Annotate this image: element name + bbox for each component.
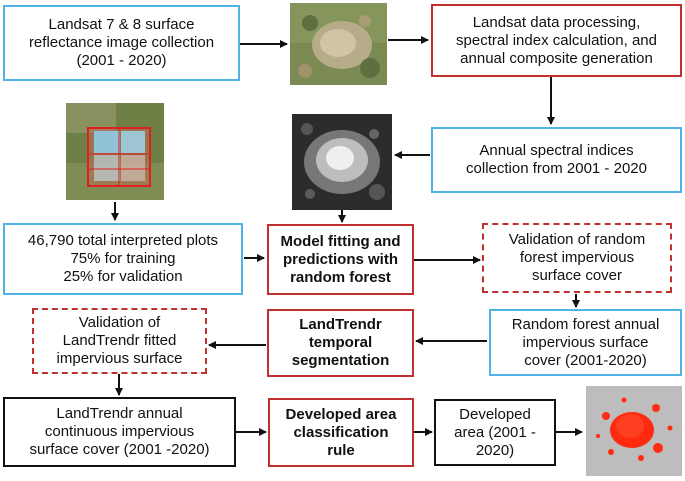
validation-random-forest-box: Validation of random forest impervious s… (482, 223, 672, 293)
landsat-image-thumbnail (290, 3, 387, 85)
box-line: LandTrendr annual (56, 405, 183, 422)
box-line: rule (327, 441, 355, 459)
box-line: random forest (290, 268, 391, 286)
box-line: area (2001 - (454, 423, 536, 441)
landtrendr-annual-box: LandTrendr annual continuous impervious … (3, 397, 236, 467)
box-line: Validation of (78, 314, 161, 331)
box-line: collection from 2001 - 2020 (466, 160, 647, 177)
box-line: impervious surface (56, 350, 183, 367)
box-line: Landsat data processing, (472, 13, 641, 31)
box-line: Model fitting and (280, 232, 401, 250)
box-line: (2001 - 2020) (76, 52, 167, 69)
spectral-index-image (292, 114, 392, 210)
box-line: Random forest annual (511, 315, 660, 333)
box-line: predictions with (282, 250, 398, 268)
landtrendr-segmentation-box: LandTrendr temporal segmentation (267, 309, 414, 377)
box-line: temporal (308, 334, 373, 351)
box-line: Developed area (285, 405, 397, 423)
box-line: 25% for validation (63, 268, 183, 285)
box-line: segmentation (291, 352, 390, 369)
validation-landtrendr-box: Validation of LandTrendr fitted impervio… (32, 308, 207, 374)
box-line: 75% for training (70, 250, 176, 267)
box-line: annual composite generation (460, 49, 653, 67)
model-fitting-box: Model fitting and predictions with rando… (267, 224, 414, 295)
box-line: Validation of random (508, 231, 646, 248)
box-line: forest impervious (519, 249, 635, 266)
box-line: cover (2001-2020) (524, 351, 647, 369)
box-line: LandTrendr (299, 316, 382, 333)
classification-rule-box: Developed area classification rule (268, 398, 414, 467)
box-line: continuous impervious (44, 423, 195, 440)
box-line: Annual spectral indices (479, 142, 634, 159)
spectral-indices-box: Annual spectral indices collection from … (431, 127, 682, 193)
box-line: surface cover (531, 267, 623, 284)
developed-area-box: Developed area (2001 - 2020) (434, 399, 556, 466)
box-line: Developed (459, 405, 531, 423)
box-line: Landsat 7 & 8 surface (48, 16, 195, 33)
box-line: 46,790 total interpreted plots (27, 232, 219, 249)
random-forest-annual-box: Random forest annual impervious surface … (489, 309, 682, 376)
landsat-collection-box: Landsat 7 & 8 surface reflectance image … (3, 5, 240, 81)
box-line: reflectance image collection (28, 34, 215, 51)
box-line: spectral index calculation, and (456, 31, 657, 49)
developed-area-map (586, 386, 682, 476)
box-line: surface cover (2001 -2020) (29, 441, 210, 458)
box-line: 2020) (475, 441, 515, 459)
data-processing-box: Landsat data processing, spectral index … (431, 4, 682, 77)
box-line: classification (293, 423, 389, 441)
interpreted-plot-image (66, 103, 164, 200)
box-line: LandTrendr fitted (62, 332, 177, 349)
interpreted-plots-box: 46,790 total interpreted plots 75% for t… (3, 223, 243, 295)
box-line: impervious surface (522, 333, 649, 351)
